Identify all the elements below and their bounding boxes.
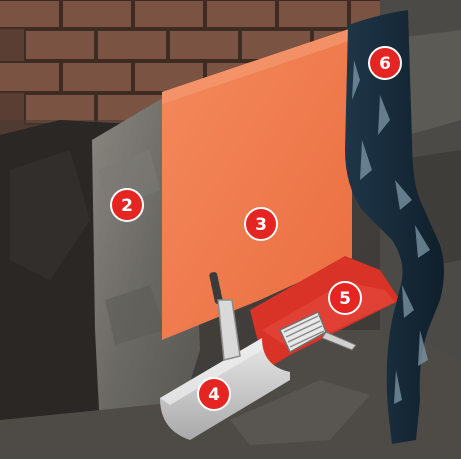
badge-5: 5 [329,282,361,314]
badge-label-6: 6 [379,54,391,74]
badge-4: 4 [198,378,230,410]
badge-label-5: 5 [339,289,351,309]
badge-2: 2 [111,189,143,221]
badge-3: 3 [245,208,277,240]
badge-label-3: 3 [255,215,267,235]
badge-label-2: 2 [121,196,133,216]
badge-6: 6 [369,47,401,79]
badge-label-4: 4 [208,385,220,405]
